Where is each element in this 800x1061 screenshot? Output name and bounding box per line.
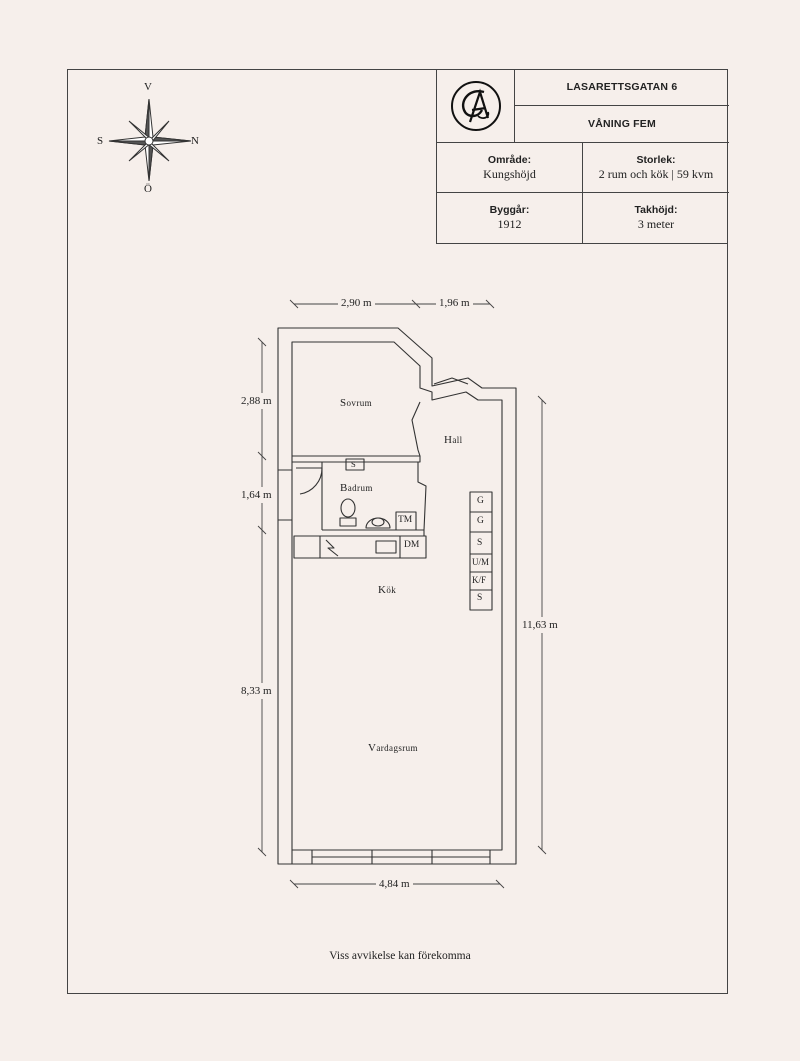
dim-top-left: 2,90 m xyxy=(338,297,375,309)
compass-north: N xyxy=(191,135,199,147)
fixture-cabinet-1: S xyxy=(477,538,483,548)
dim-bottom-width: 4,84 m xyxy=(376,878,413,890)
compass: V S N Ö xyxy=(95,81,205,195)
compass-east: Ö xyxy=(144,183,152,195)
size-label: Storlek: xyxy=(636,153,676,166)
kitchen-sink xyxy=(375,540,397,554)
bedroom-wall xyxy=(292,455,421,463)
dim-left-living: 8,33 m xyxy=(240,683,273,699)
room-living: Vardagsrum xyxy=(368,742,418,754)
kitchen-counter xyxy=(293,535,427,559)
title-block: LASARETTSGATAN 6 VÅNING FEM Område: Kung… xyxy=(436,69,729,244)
bathroom-door xyxy=(296,467,323,495)
monogram-logo xyxy=(450,80,501,131)
dim-top-right: 1,96 m xyxy=(436,297,473,309)
dim-right-total: 11,63 m xyxy=(520,617,560,633)
windows xyxy=(291,850,491,864)
dim-left-bedroom: 2,88 m xyxy=(240,393,273,409)
compass-rose-icon xyxy=(108,98,192,182)
fixture-shower: S xyxy=(351,459,356,469)
size-cell: Storlek: 2 rum och kök | 59 kvm xyxy=(583,143,729,193)
room-kitchen: Kök xyxy=(378,584,397,596)
street-name: LASARETTSGATAN 6 xyxy=(515,69,729,106)
fixture-cabinet-2: S xyxy=(477,593,483,603)
fixture-wardrobe-1: G xyxy=(477,496,484,506)
bathroom-wall-right xyxy=(417,462,427,531)
room-hall: Hall xyxy=(444,434,463,446)
hall-door xyxy=(433,377,469,385)
shower-box xyxy=(345,458,365,471)
area-value: Kungshöjd xyxy=(483,166,536,181)
fixture-fridge: K/F xyxy=(472,575,487,585)
dim-left-bathroom: 1,64 m xyxy=(240,487,273,503)
toilet-bowl xyxy=(340,498,356,518)
built-value: 1912 xyxy=(497,217,522,231)
stove-symbol xyxy=(325,539,339,557)
area-cell: Område: Kungshöjd xyxy=(437,143,583,193)
room-bathroom: Badrum xyxy=(340,482,373,494)
ceiling-cell: Takhöjd: 3 meter xyxy=(583,193,729,243)
room-bedroom: Sovrum xyxy=(340,397,373,409)
built-label: Byggår: xyxy=(489,204,530,216)
washer-box xyxy=(395,511,417,531)
logo-cell xyxy=(437,69,515,143)
ceiling-value: 3 meter xyxy=(637,217,675,231)
compass-west: V xyxy=(144,81,152,93)
fixture-oven: U/M xyxy=(472,557,490,567)
hall-partition xyxy=(411,401,421,457)
drawing-frame xyxy=(67,69,728,994)
inner-wall xyxy=(291,341,503,851)
built-cell: Byggår: 1912 xyxy=(437,193,583,243)
fixture-dishwasher: DM xyxy=(404,540,420,550)
bathroom-bottom-wall xyxy=(322,529,425,537)
fixture-washer: TM xyxy=(398,515,413,525)
floor-label: VÅNING FEM xyxy=(515,106,729,143)
compass-south: S xyxy=(97,135,104,147)
area-label: Område: xyxy=(487,153,532,166)
fixture-wardrobe-2: G xyxy=(477,516,484,526)
outer-wall xyxy=(277,327,517,865)
toilet-tank xyxy=(339,517,357,527)
disclaimer: Viss avvikelse kan förekomma xyxy=(329,950,471,962)
ceiling-label: Takhöjd: xyxy=(634,204,678,216)
storage-column xyxy=(469,491,493,611)
size-value: 2 rum och kök | 59 kvm xyxy=(598,166,714,181)
